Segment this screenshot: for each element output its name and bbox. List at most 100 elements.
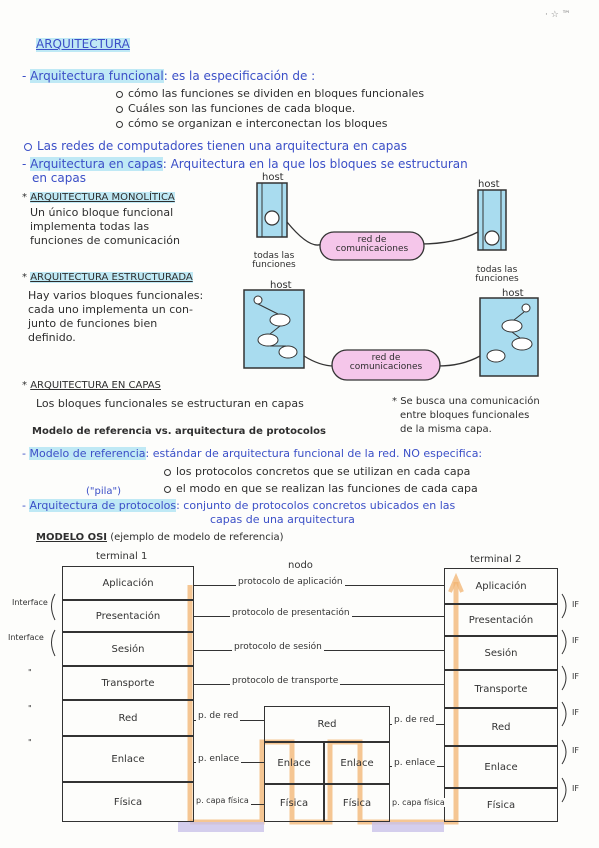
- node-layer-red: Red: [264, 706, 390, 742]
- terminal2-label: terminal 2: [470, 554, 522, 565]
- function-icon: [264, 210, 280, 226]
- host-label: host: [478, 179, 500, 190]
- redes-text: Las redes de computadores tienen una arq…: [37, 139, 407, 153]
- protocol-label: protocolo de aplicación: [236, 577, 345, 587]
- layer-box-t1: Red: [62, 700, 194, 736]
- nodo-label: nodo: [288, 560, 313, 571]
- layer-box-t1: Física: [62, 782, 194, 822]
- layer-box-t2: Enlace: [444, 746, 558, 788]
- protocol-label: p. de red: [392, 715, 437, 725]
- host-label: host: [270, 280, 292, 291]
- osi-heading: MODELO OSI (ejemplo de modelo de referen…: [36, 532, 284, 544]
- term-arquitectura-capas: Arquitectura en capas: [30, 157, 163, 171]
- interface-label: ": [28, 738, 32, 747]
- bullet-icon: [116, 120, 123, 128]
- terminal1-label: terminal 1: [96, 551, 148, 562]
- bullet-text: cómo se organizan e interconectan los bl…: [128, 117, 388, 130]
- layer-box-t2: Red: [444, 708, 558, 746]
- bullet-text: cómo las funciones se dividen en bloques…: [128, 87, 425, 100]
- estructurada-line: cada uno implementa un con-: [28, 303, 193, 316]
- def-text: : estándar de arquitectura funcional de …: [145, 447, 483, 460]
- interface-label: Interface: [12, 598, 48, 607]
- capas-note: de la misma capa.: [400, 424, 492, 435]
- def-arquitectura-capas: - Arquitectura en capas: Arquitectura en…: [22, 157, 468, 171]
- monolitica-line: Un único bloque funcional: [30, 206, 174, 219]
- def-arquitectura-capas-cont: en capas: [32, 171, 86, 185]
- bullet-text: el modo en que se realizan las funciones…: [176, 482, 478, 495]
- capas-line: Los bloques funcionales se estructuran e…: [36, 397, 304, 410]
- protocol-label: protocolo de transporte: [230, 676, 341, 686]
- layer-box-t1: Aplicación: [62, 566, 194, 600]
- def-arquitectura-protocolos-cont: capas de una arquitectura: [210, 513, 355, 526]
- def-text: : conjunto de protocolos concretos ubica…: [176, 499, 456, 512]
- layer-box-t1: Presentación: [62, 600, 194, 632]
- monolitica-heading: * ARQUITECTURA MONOLÍTICA: [22, 192, 175, 203]
- bullet-item: los protocolos concretos que se utilizan…: [164, 465, 470, 479]
- interface-label: Interface: [8, 633, 44, 642]
- monolitica-line: funciones de comunicación: [30, 234, 180, 247]
- modelo-vs-arquitectura: Modelo de referencia vs. arquitectura de…: [32, 426, 326, 437]
- bullet-icon: [116, 105, 123, 113]
- bullet-item: cómo las funciones se dividen en bloques…: [116, 87, 425, 101]
- bullet-icon: [164, 485, 171, 493]
- network-cloud: [319, 231, 425, 261]
- node-layer-enlace: Enlace: [264, 742, 324, 784]
- layer-box-t2: Sesión: [444, 636, 558, 670]
- bullet-icon: [24, 142, 32, 151]
- page-title: ARQUITECTURA: [36, 37, 130, 52]
- layer-box-t2: Física: [444, 788, 558, 822]
- estructurada-heading-text: ARQUITECTURA ESTRUCTURADA: [30, 272, 193, 283]
- capas-note-text: Se busca una comunicación: [400, 396, 540, 407]
- redes-line: Las redes de computadores tienen una arq…: [24, 139, 407, 154]
- protocol-label: protocolo de presentación: [230, 608, 352, 618]
- pila-note: ("pila"): [86, 486, 122, 497]
- bullet-text: Cuáles son las funciones de cada bloque.: [128, 102, 356, 115]
- def-modelo-referencia: - Modelo de referencia: estándar de arqu…: [22, 447, 483, 460]
- if-label: IF: [572, 672, 579, 681]
- network-cloud: [331, 349, 441, 381]
- monolitica-line: implementa todas las: [30, 220, 150, 233]
- node-layer-fisica: Física: [264, 784, 324, 822]
- protocol-label: p. de red: [196, 711, 241, 721]
- layer-box-t1: Enlace: [62, 736, 194, 782]
- estructurada-heading: * ARQUITECTURA ESTRUCTURADA: [22, 272, 193, 283]
- term-modelo-referencia: Modelo de referencia: [29, 447, 146, 460]
- node-layer-enlace: Enlace: [324, 742, 390, 784]
- if-label: IF: [572, 746, 579, 755]
- interface-label: ": [28, 668, 32, 677]
- host-label: host: [262, 172, 284, 183]
- def-text: : Arquitectura en la que los bloques se …: [162, 157, 468, 171]
- layer-box-t1: Transporte: [62, 666, 194, 700]
- function-caption: todas las funciones: [252, 251, 296, 271]
- network-cloud-label: red de comunicaciones: [349, 353, 423, 373]
- protocol-label: p. enlace: [392, 758, 438, 768]
- capas-note: * Se busca una comunicación: [392, 396, 540, 407]
- protocol-label: p. capa física: [194, 796, 251, 805]
- layer-box-t2: Transporte: [444, 670, 558, 708]
- capas-heading-text: ARQUITECTURA EN CAPAS: [30, 380, 161, 391]
- if-label: IF: [572, 784, 579, 793]
- bullet-item: cómo se organizan e interconectan los bl…: [116, 117, 388, 131]
- def-arquitectura-protocolos: - Arquitectura de protocolos: conjunto d…: [22, 499, 456, 512]
- node-layer-fisica: Física: [324, 784, 390, 822]
- if-label: IF: [572, 600, 579, 609]
- capas-note: entre bloques funcionales: [400, 410, 530, 421]
- bullet-item: Cuáles son las funciones de cada bloque.: [116, 102, 356, 116]
- estructurada-line: junto de funciones bien: [28, 317, 158, 330]
- capas-heading: * ARQUITECTURA EN CAPAS: [22, 380, 161, 391]
- function-caption: todas las funciones: [475, 265, 519, 285]
- def-arquitectura-funcional: - Arquitectura funcional: es la especifi…: [22, 69, 316, 83]
- interface-label: ": [28, 704, 32, 713]
- bullet-item: el modo en que se realizan las funciones…: [164, 482, 478, 496]
- protocol-label: protocolo de sesión: [232, 642, 324, 652]
- if-label: IF: [572, 708, 579, 717]
- layer-box-t1: Sesión: [62, 632, 194, 666]
- protocol-label: p. capa física: [390, 798, 447, 807]
- estructurada-line: Hay varios bloques funcionales:: [28, 289, 204, 302]
- layer-box-t2: Aplicación: [444, 568, 558, 604]
- layer-box-t2: Presentación: [444, 604, 558, 636]
- protocol-label: p. enlace: [196, 754, 242, 764]
